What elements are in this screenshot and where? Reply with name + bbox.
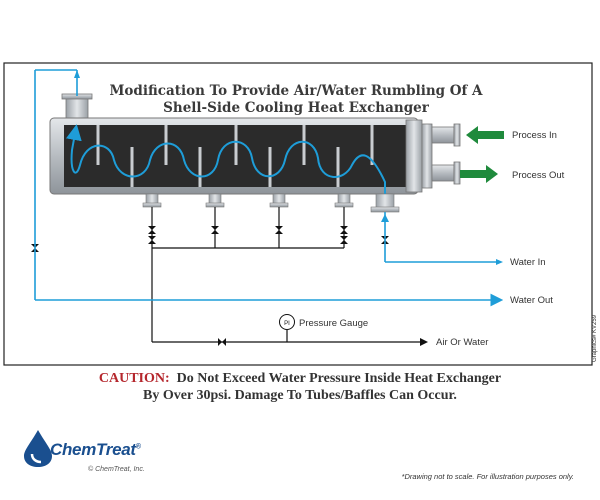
disclaimer-text: *Drawing not to scale. For illustration … bbox=[401, 472, 574, 481]
graphics-id: Graphics# KV259 bbox=[592, 314, 598, 362]
diagram-frame bbox=[3, 62, 593, 366]
water-out-label: Water Out bbox=[510, 295, 553, 306]
pressure-gauge-icon bbox=[279, 314, 295, 330]
drain-nozzles bbox=[142, 193, 400, 213]
process-out-label: Process Out bbox=[512, 170, 565, 181]
pressure-gauge-label: Pressure Gauge bbox=[299, 318, 368, 329]
caution-label: CAUTION: bbox=[98, 371, 170, 386]
caution-note: CAUTION: Do Not Exceed Water Pressure In… bbox=[0, 370, 600, 404]
process-arrows bbox=[460, 126, 504, 183]
process-in-label: Process In bbox=[512, 130, 557, 141]
diagram-title-line1: Modification To Provide Air/Water Rumbli… bbox=[109, 83, 483, 99]
water-in-arrow bbox=[381, 214, 389, 222]
water-piping bbox=[34, 69, 504, 307]
copyright-text: © ChemTreat, Inc. bbox=[88, 466, 145, 473]
caution-line1: Do Not Exceed Water Pressure Inside Heat… bbox=[176, 371, 502, 386]
vent-arrow bbox=[74, 70, 80, 78]
diagram-title-line2: Shell-Side Cooling Heat Exchanger bbox=[163, 100, 430, 116]
water-in-label: Water In bbox=[510, 257, 546, 268]
exchanger-shell bbox=[49, 117, 461, 195]
gauge-symbol: PI bbox=[284, 321, 290, 327]
water-in-tip bbox=[496, 259, 503, 265]
air-or-water-label: Air Or Water bbox=[436, 337, 488, 348]
shell-flow-path bbox=[65, 124, 386, 195]
chemtreat-logo: ChemTreat® © ChemTreat, Inc. bbox=[18, 428, 168, 478]
caution-line2: By Over 30psi. Damage To Tubes/Baffles C… bbox=[143, 388, 457, 403]
air-inlet-arrow bbox=[420, 338, 428, 346]
logo-wordmark: ChemTreat® bbox=[50, 440, 141, 459]
droplet-icon bbox=[24, 430, 52, 467]
